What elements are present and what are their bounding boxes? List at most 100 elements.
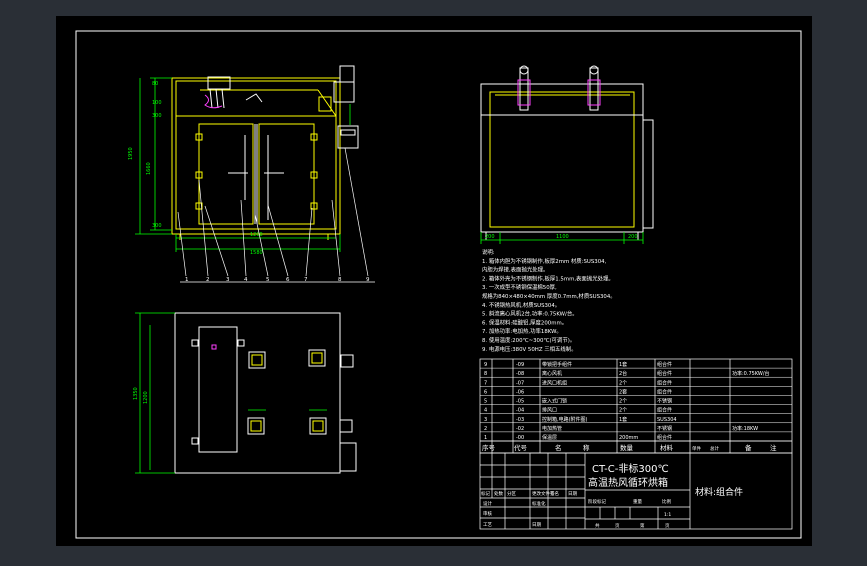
note-line: 2. 箱体外壳为不锈钢制作,板厚1.5mm,表面抛光处理。 [482,274,614,282]
bom-h-unit: 单件 [692,445,701,452]
bom-cell-code: -02 [516,426,524,432]
bom-cell-no: 3 [484,417,487,423]
note-line: 9. 电源电压:380V 50HZ 三相五线制。 [482,345,577,353]
title-block-text: CT-C-非标300℃ 高温热风循环烘箱 材料:组合件 标记 处数 分区 更改文… [481,463,743,529]
tb-scale: 1:1 [664,512,671,518]
bom-cell-no: 7 [484,380,487,386]
bom-cell-qty: 2个 [619,380,627,386]
tb-count: 处数 [494,490,503,497]
bom-cell-name: 带锁把手组件 [542,361,572,368]
bom-cell-mat: 组合件 [657,370,672,377]
bom-cell-mat: 组合件 [657,434,672,441]
bom-h-qty: 数量 [620,443,634,452]
top-view [174,312,357,474]
bom-cell-code: -05 [516,399,524,405]
bom-cell-mat: 组合件 [657,379,672,386]
tb-sheet-page1: 页 [615,523,620,529]
side-dim-labels: 200 1100 200 [485,234,638,240]
bom-cell-no: 8 [484,371,487,377]
balloon-3: 3 [226,277,230,283]
tb-sheet-no: 第 [640,522,645,529]
tb-standard: 标准化 [532,500,546,507]
bom-cell-note: 功率:18KW [732,425,758,432]
note-line: 4. 不锈钢热风机,材质SUS304。 [482,301,560,309]
bom-cell-qty: 2个 [619,399,627,405]
dim-front-height-inner: 1660 [146,162,152,175]
balloon-7: 7 [304,277,308,283]
technical-notes: 说明:1. 箱体内胆为不锈钢制作,板厚2mm 材质:SUS304, 内胆为焊接,… [482,248,616,353]
bom-cell-qty: 2套 [619,388,627,395]
tb-sheet-page2: 页 [665,523,670,529]
bom-cell-mat: SUS304 [657,417,677,423]
bom-cell-name: 控制箱,电路(附件图) [542,416,588,423]
bom-cell-no: 1 [484,435,487,441]
bom-h-note1: 备 [745,443,752,452]
bom-cell-code: -07 [516,380,524,386]
bom-cell-qty: 2个 [619,408,627,414]
balloon-6: 6 [286,277,290,283]
bom-cell-name: 排风口 [542,407,557,414]
note-line: 说明: [482,248,495,256]
bom-cell-no: 6 [484,389,487,395]
balloon-8: 8 [338,277,342,283]
dim-front-width-inner: 1200 [250,232,263,238]
leader-lines [177,147,375,283]
dim-side-b: 1100 [556,234,569,240]
tb-sign: 签名 [550,490,559,497]
note-line: 规格为840×480×40mm 厚度0.7mm,材质SUS304。 [482,292,616,300]
tb-zone: 分区 [507,490,516,497]
side-view [480,65,654,240]
bom-cell-note: 功率:0.75KW/台 [732,370,770,377]
bom-cell-mat: 组合件 [657,407,672,414]
tb-review: 审核 [483,510,492,517]
dim-front-small-2: 100 [152,100,162,106]
drawing-material: 材料:组合件 [695,486,743,498]
balloon-2: 2 [206,277,210,283]
dim-front-small-1: 80 [152,81,158,87]
note-line: 内胆为焊接,表面抛光处理。 [482,266,548,274]
bom-cell-qty: 1套 [619,416,627,423]
dim-top-right: 1200 [143,391,149,404]
bom-h-name1: 名 [555,443,562,452]
bom-cell-code: -09 [516,362,524,368]
drawing-title-line2: 高温热风循环烘箱 [588,476,668,489]
dim-side-a: 200 [485,234,495,240]
balloon-5: 5 [266,277,270,283]
note-line: 6. 保温材料:硅酸铝,厚度200mm。 [482,318,567,326]
bom-cell-mat: 不锈钢 [657,425,672,432]
bom-cell-code: -04 [516,408,524,414]
tb-sheet-total: 共 [595,522,600,529]
tb-change: 更改文件号 [532,490,555,497]
bom-cell-name: 进风口机组 [542,379,567,386]
bom-h-note2: 注 [770,443,777,452]
dim-front-height: 1950 [128,147,134,160]
bom-h-name2: 称 [583,443,590,452]
dim-side-c: 200 [628,234,638,240]
tb-weight: 重量 [633,498,642,505]
tb-mark: 标记 [481,490,490,497]
bom-h-code: 代号 [514,443,528,452]
bom-cell-qty: 2台 [619,370,627,377]
balloons: 1 2 3 4 5 6 7 8 9 [185,277,370,283]
bom-cell-mat: 组合件 [657,388,672,395]
bom-h-total: 总计 [710,445,719,452]
bom-cell-code: -08 [516,371,524,377]
bom-cell-no: 5 [484,399,487,405]
balloon-1: 1 [185,277,189,283]
dim-front-small-3: 300 [152,113,162,119]
bom-cell-code: -06 [516,389,524,395]
bom-cell-qty: 200mm [619,435,638,441]
balloon-9: 9 [366,277,370,283]
bom-cell-no: 2 [484,426,487,432]
note-line: 7. 加热功率:电加热,功率18KW。 [482,327,562,335]
bom-cell-qty: 1套 [619,361,627,368]
tb-design: 设计 [483,500,492,507]
note-line: 8. 使用温度:200℃~300℃(可调节)。 [482,336,575,344]
tb-date2: 日期 [532,522,541,528]
note-line: 1. 箱体内胆为不锈钢制作,板厚2mm 材质:SUS304, [482,257,607,265]
dim-front-small-4: 300 [152,223,162,229]
bom-h-mat: 材料 [660,443,674,452]
